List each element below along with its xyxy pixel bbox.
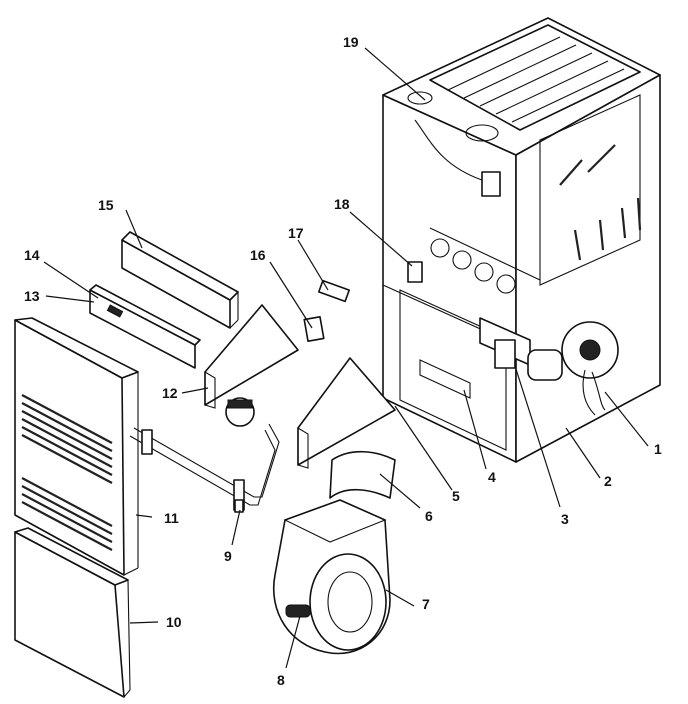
callout-8: 8 — [277, 672, 285, 688]
callout-4: 4 — [488, 469, 496, 485]
callout-15: 15 — [98, 197, 114, 213]
bracket-12 — [204, 304, 299, 409]
bracket-14 — [89, 284, 201, 369]
clip-17 — [317, 279, 351, 303]
callout-7: 7 — [422, 596, 430, 612]
callout-11: 11 — [164, 510, 179, 526]
callout-6: 6 — [425, 508, 433, 524]
callout-labels: 1 2 3 4 5 6 7 8 9 10 11 12 13 14 15 16 1… — [24, 34, 662, 688]
upper-door-panel — [14, 317, 139, 576]
leader-lines — [43, 47, 649, 669]
bracket-15 — [121, 231, 239, 329]
bracket-5 — [297, 357, 396, 469]
callout-18: 18 — [334, 196, 350, 212]
callout-3: 3 — [561, 511, 569, 527]
callout-14: 14 — [24, 247, 40, 263]
blower-housing-7 — [272, 499, 391, 655]
callout-2: 2 — [604, 473, 612, 489]
callout-17: 17 — [288, 225, 304, 241]
lower-door-panel — [14, 527, 131, 698]
callout-9: 9 — [224, 548, 232, 564]
callout-10: 10 — [166, 614, 182, 630]
callout-5: 5 — [452, 488, 460, 504]
callout-1: 1 — [654, 441, 662, 457]
callout-19: 19 — [343, 34, 359, 50]
gas-pipe-9 — [129, 397, 280, 513]
furnace-cabinet — [382, 17, 661, 463]
callout-12: 12 — [162, 385, 178, 401]
callout-13: 13 — [24, 288, 40, 304]
callout-16: 16 — [250, 247, 266, 263]
filter-6 — [329, 450, 396, 499]
